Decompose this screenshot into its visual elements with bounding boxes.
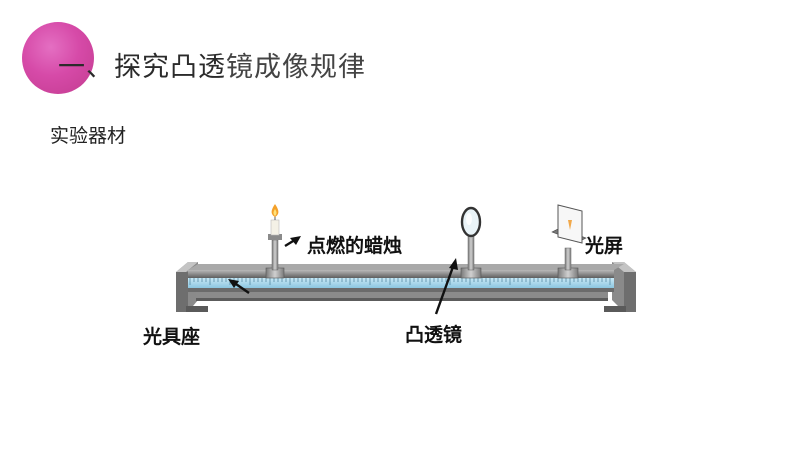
screen-label: 光屏 xyxy=(585,235,624,257)
section-subtitle: 实验器材 xyxy=(50,125,127,147)
lens-holder xyxy=(460,235,482,279)
convex-lens xyxy=(460,206,482,238)
page-title-bold: 一、探究凸透 xyxy=(58,52,226,83)
light-screen xyxy=(557,204,583,244)
title-accent-circle xyxy=(22,22,94,94)
page-title: 一、探究凸透镜成像规律 xyxy=(58,50,366,86)
lens-pointer-arrow xyxy=(434,258,458,315)
lens-label: 凸透镜 xyxy=(405,324,463,346)
candle-holder xyxy=(265,234,285,279)
candle xyxy=(270,216,280,236)
bench-pointer-arrow xyxy=(228,279,250,294)
candle-pointer-arrow xyxy=(284,236,301,248)
page-title-rest: 镜成像规律 xyxy=(226,52,366,83)
bench-label: 光具座 xyxy=(143,326,201,348)
candle-label: 点燃的蜡烛 xyxy=(307,235,403,257)
bench-rail xyxy=(188,264,624,301)
candle-flame-icon xyxy=(271,204,279,217)
bench-scale xyxy=(188,278,614,288)
